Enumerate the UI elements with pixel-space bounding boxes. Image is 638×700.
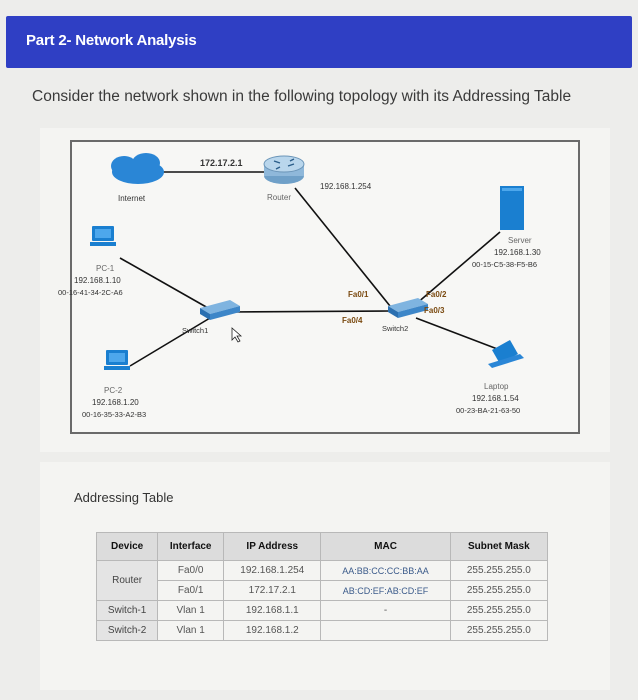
laptop-name: Laptop (484, 382, 509, 391)
col-device: Device (95, 532, 159, 561)
interface-cell: Vlan 1 (157, 600, 225, 621)
laptop-ip: 192.168.1.54 (472, 394, 519, 403)
mask-cell: 255.255.255.0 (449, 580, 549, 601)
link-pc1-switch1 (119, 257, 209, 309)
page-title: Part 2- Network Analysis (26, 32, 197, 49)
pc2-icon (104, 350, 130, 370)
router-device-cell: Router (95, 560, 159, 601)
pc1-icon (90, 226, 116, 246)
pc2-mac: 00-16-35-33-A2-B3 (82, 410, 147, 419)
link-pc2-switch1 (129, 317, 211, 367)
table-row: Switch-1 Vlan 1 192.168.1.1 - 255.255.25… (95, 600, 549, 621)
internet-cloud-icon (111, 153, 164, 184)
ip-cell: 172.17.2.1 (223, 580, 322, 601)
mask-cell: 255.255.255.0 (449, 560, 549, 581)
router-ip-right: 192.168.1.254 (320, 182, 372, 191)
table-header-row: Device Interface IP Address MAC Subnet M… (95, 532, 549, 561)
ip-cell: 192.168.1.254 (223, 560, 322, 581)
table-row: Router Fa0/0 192.168.1.254 AA:BB:CC:CC:B… (95, 560, 549, 601)
mac-cell (320, 620, 451, 641)
intro-text: Consider the network shown in the follow… (32, 88, 572, 105)
link-laptop-switch2 (415, 317, 501, 351)
addressing-card: Addressing Table Device Interface IP Add… (40, 462, 610, 690)
mask-cell: 255.255.255.0 (449, 620, 549, 641)
switch2-port-fa01: Fa0/1 (348, 290, 369, 299)
pc1-ip: 192.168.1.10 (74, 276, 121, 285)
internet-label: Internet (118, 194, 146, 203)
col-interface: Interface (157, 532, 225, 561)
laptop-mac: 00-23-BA-21-63-50 (456, 406, 521, 415)
mac-cell: AB:CD:EF:AB:CD:EF (320, 580, 451, 601)
laptop-icon (488, 340, 524, 368)
mask-cell: 255.255.255.0 (449, 600, 549, 621)
mouse-cursor-icon (231, 327, 243, 343)
header-bar: Part 2- Network Analysis (6, 16, 632, 68)
switch1-label: Switch1 (182, 326, 209, 335)
link-router-switch2 (294, 187, 391, 307)
ip-cell: 192.168.1.1 (223, 600, 322, 621)
col-mac: MAC (320, 532, 451, 561)
link-switch1-switch2 (225, 310, 391, 313)
interface-cell: Vlan 1 (157, 620, 225, 641)
server-name: Server (508, 236, 532, 245)
router-ip-top: 172.17.2.1 (200, 158, 243, 168)
table-row: Switch-2 Vlan 1 192.168.1.2 255.255.255.… (95, 620, 549, 641)
switch1-device-cell: Switch-1 (95, 600, 159, 621)
pc2-ip: 192.168.1.20 (92, 398, 139, 407)
server-mac: 00-15-C5-38-F5-B6 (472, 260, 538, 269)
mac-cell: - (320, 600, 451, 621)
switch2-port-fa04: Fa0/4 (342, 316, 363, 325)
interface-cell: Fa0/0 (157, 560, 225, 581)
topology-diagram (90, 153, 524, 370)
switch2-label: Switch2 (382, 324, 409, 333)
pc2-name: PC-2 (104, 386, 123, 395)
col-mask: Subnet Mask (449, 532, 549, 561)
addressing-title: Addressing Table (74, 490, 174, 505)
switch2-port-fa03: Fa0/3 (424, 306, 445, 315)
switch2-port-fa02: Fa0/2 (426, 290, 447, 299)
addressing-table: Device Interface IP Address MAC Subnet M… (95, 532, 549, 641)
pc1-name: PC-1 (96, 264, 115, 273)
mac-cell: AA:BB:CC:CC:BB:AA (320, 560, 451, 581)
server-icon (500, 186, 524, 230)
col-ip: IP Address (223, 532, 322, 561)
links (119, 171, 501, 367)
table-row: Fa0/1 172.17.2.1 AB:CD:EF:AB:CD:EF 255.2… (97, 580, 549, 601)
ip-cell: 192.168.1.2 (223, 620, 322, 641)
topology-card: 172.17.2.1 192.168.1.254 Router Internet… (40, 128, 610, 452)
link-server-switch2 (415, 231, 501, 305)
router-label: Router (267, 193, 292, 202)
switch2-icon (388, 298, 428, 318)
topology-frame (70, 140, 580, 434)
router-icon (263, 155, 305, 184)
interface-cell: Fa0/1 (157, 580, 225, 601)
server-ip: 192.168.1.30 (494, 248, 541, 257)
pc1-mac: 00-16-41-34-2C-A6 (58, 288, 123, 297)
switch2-device-cell: Switch-2 (95, 620, 159, 641)
switch1-icon (200, 300, 240, 320)
